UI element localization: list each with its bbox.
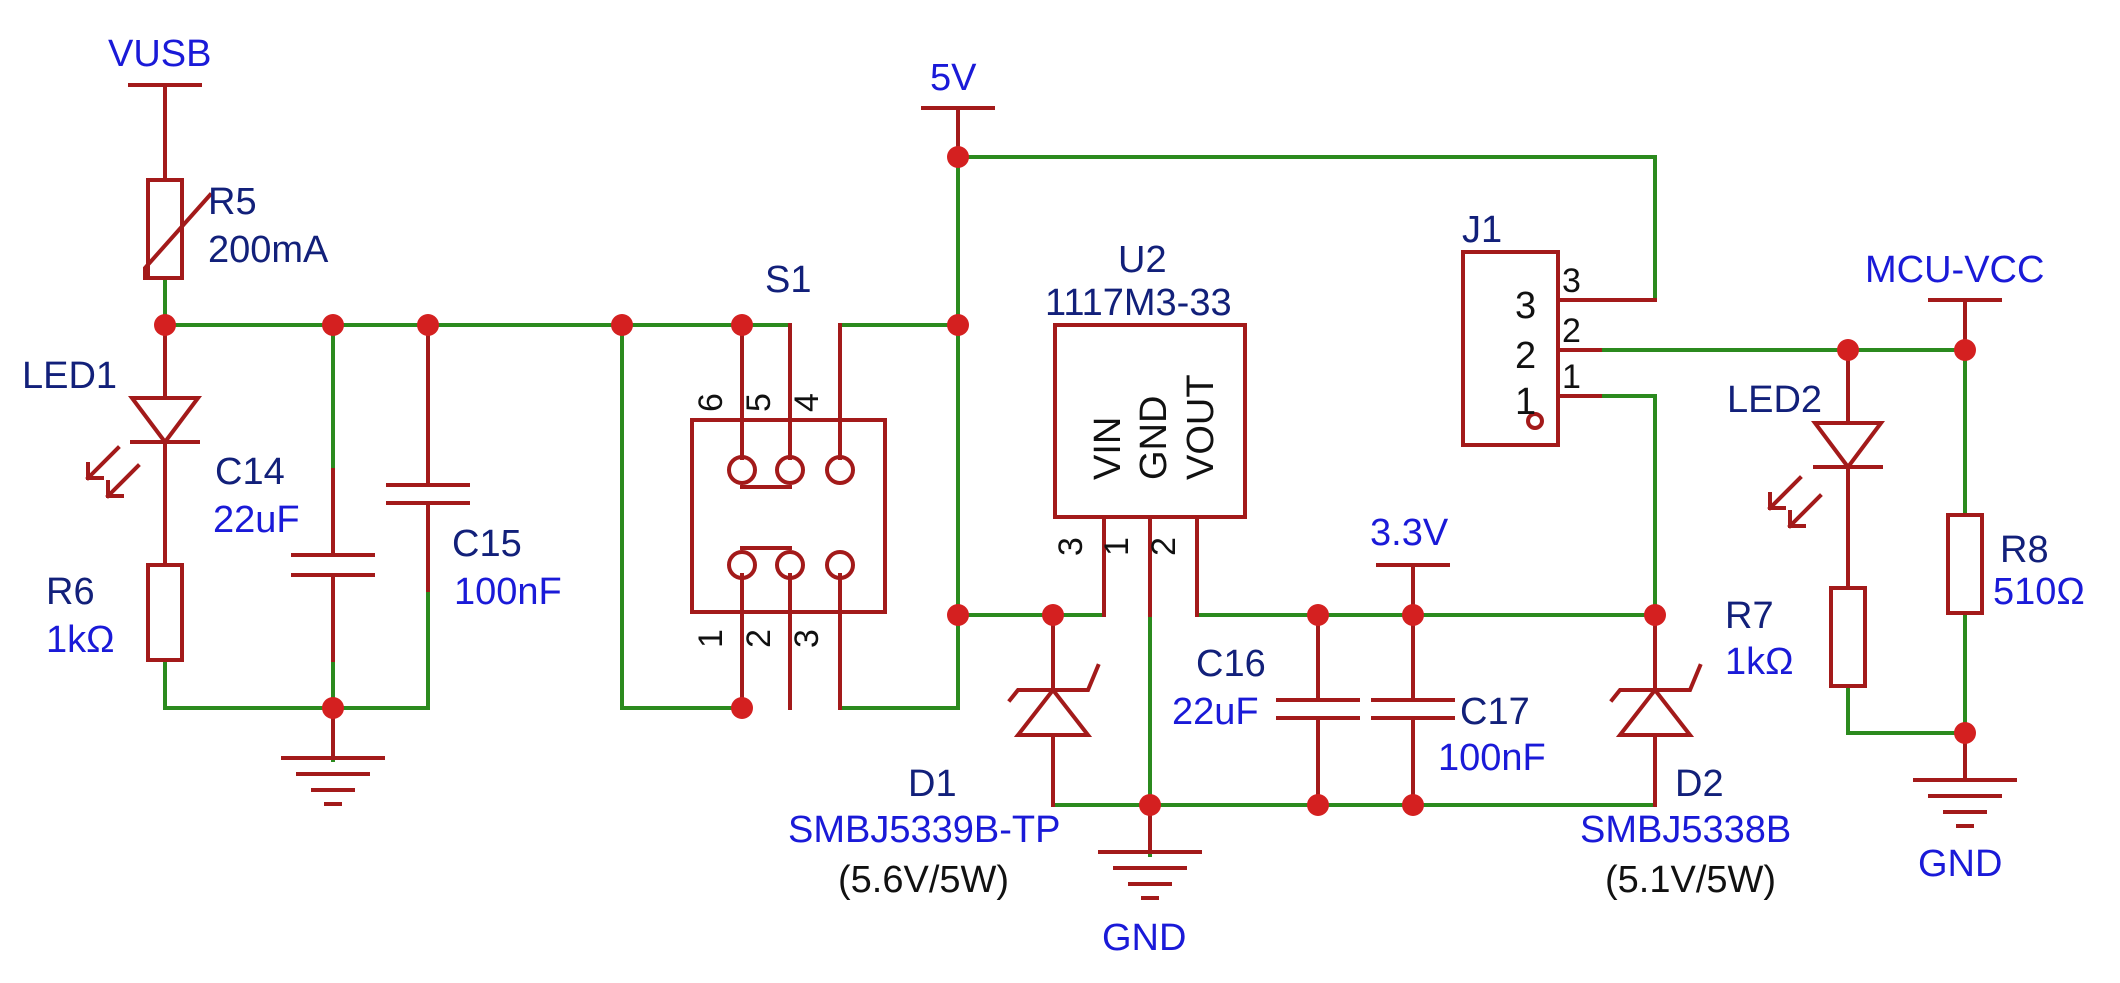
r6-value: 1kΩ	[46, 619, 115, 661]
d1-value: SMBJ5339B-TP	[788, 809, 1060, 851]
u2-regulator	[1053, 323, 1247, 617]
j1-designator: J1	[1462, 209, 1502, 251]
d2-designator: D2	[1675, 763, 1724, 805]
c14-value: 22uF	[213, 499, 300, 541]
u2-pin-name-vin: VIN	[1087, 417, 1129, 480]
net-label-vusb: VUSB	[108, 33, 211, 75]
r5-ptc-resistor	[143, 178, 213, 280]
c16-value: 22uF	[1172, 691, 1259, 733]
s1-pin-2: 2	[740, 629, 778, 648]
junctions	[154, 146, 1976, 816]
r6-designator: R6	[46, 571, 95, 613]
u2-pin-name-vout: VOUT	[1180, 374, 1222, 480]
c14-designator: C14	[215, 451, 285, 493]
j1-pin-number-3: 3	[1562, 262, 1581, 300]
r7-designator: R7	[1725, 595, 1774, 637]
s1-pin-6: 6	[692, 393, 730, 412]
c15-capacitor	[386, 323, 470, 592]
u2-pin-number-2: 2	[1145, 537, 1183, 556]
gnd-symbol-right	[1913, 731, 2017, 828]
j1-pin-name-2: 2	[1515, 335, 1536, 377]
j1-pin-name-3: 3	[1515, 285, 1536, 327]
c17-value: 100nF	[1438, 737, 1546, 779]
r8-resistor	[1946, 513, 1984, 615]
net-label-5v: 5V	[930, 57, 977, 99]
j1-pin-number-1: 1	[1562, 358, 1581, 396]
u2-pin-name-gnd: GND	[1133, 396, 1175, 480]
c15-designator: C15	[452, 523, 522, 565]
c14-capacitor	[291, 468, 375, 662]
led1-designator: LED1	[22, 355, 117, 397]
s1-designator: S1	[765, 259, 811, 301]
gnd-symbol-mid	[1098, 803, 1202, 900]
r7-value: 1kΩ	[1725, 641, 1794, 683]
d2-tvs-diode	[1609, 613, 1703, 807]
d1-note: (5.6V/5W)	[838, 859, 1009, 901]
c15-value: 100nF	[454, 571, 562, 613]
d2-value: SMBJ5338B	[1580, 809, 1791, 851]
j1-connector	[1461, 250, 1657, 447]
r6-resistor	[146, 563, 184, 662]
s1-pin-4: 4	[788, 393, 826, 412]
j1-pin-number-2: 2	[1562, 312, 1581, 350]
u2-value: 1117M3-33	[1045, 282, 1232, 324]
c16-designator: C16	[1196, 643, 1266, 685]
net-label-gnd-mid: GND	[1102, 917, 1186, 959]
u2-designator: U2	[1118, 239, 1167, 281]
s1-pin-5: 5	[740, 393, 778, 412]
c16-capacitor	[1276, 613, 1360, 807]
j1-pin-name-1: 1	[1515, 381, 1536, 423]
d1-tvs-diode	[1007, 613, 1101, 807]
gnd-symbol-left	[281, 698, 385, 806]
r8-designator: R8	[2000, 529, 2049, 571]
led1-symbol	[85, 323, 202, 567]
r5-designator: R5	[208, 181, 257, 223]
s1-pin-3: 3	[788, 629, 826, 648]
c17-designator: C17	[1460, 691, 1530, 733]
u2-pin-number-1: 1	[1098, 537, 1136, 556]
d1-designator: D1	[908, 763, 957, 805]
led2-symbol	[1767, 348, 1885, 587]
r8-value: 510Ω	[1993, 571, 2085, 613]
net-label-mcu-vcc: MCU-VCC	[1865, 249, 2044, 291]
led2-designator: LED2	[1727, 379, 1822, 421]
components	[85, 83, 2017, 900]
s1-pin-1: 1	[692, 629, 730, 648]
r5-value: 200mA	[208, 229, 329, 271]
wires	[163, 83, 1967, 857]
c17-capacitor	[1371, 613, 1455, 807]
net-label-3v3: 3.3V	[1370, 512, 1449, 554]
vusb-power-symbol	[128, 83, 202, 132]
net-label-gnd-right: GND	[1918, 843, 2002, 885]
u2-pin-number-3: 3	[1052, 537, 1090, 556]
d2-note: (5.1V/5W)	[1605, 859, 1776, 901]
s1-switch	[690, 323, 887, 710]
r7-resistor	[1829, 586, 1867, 688]
